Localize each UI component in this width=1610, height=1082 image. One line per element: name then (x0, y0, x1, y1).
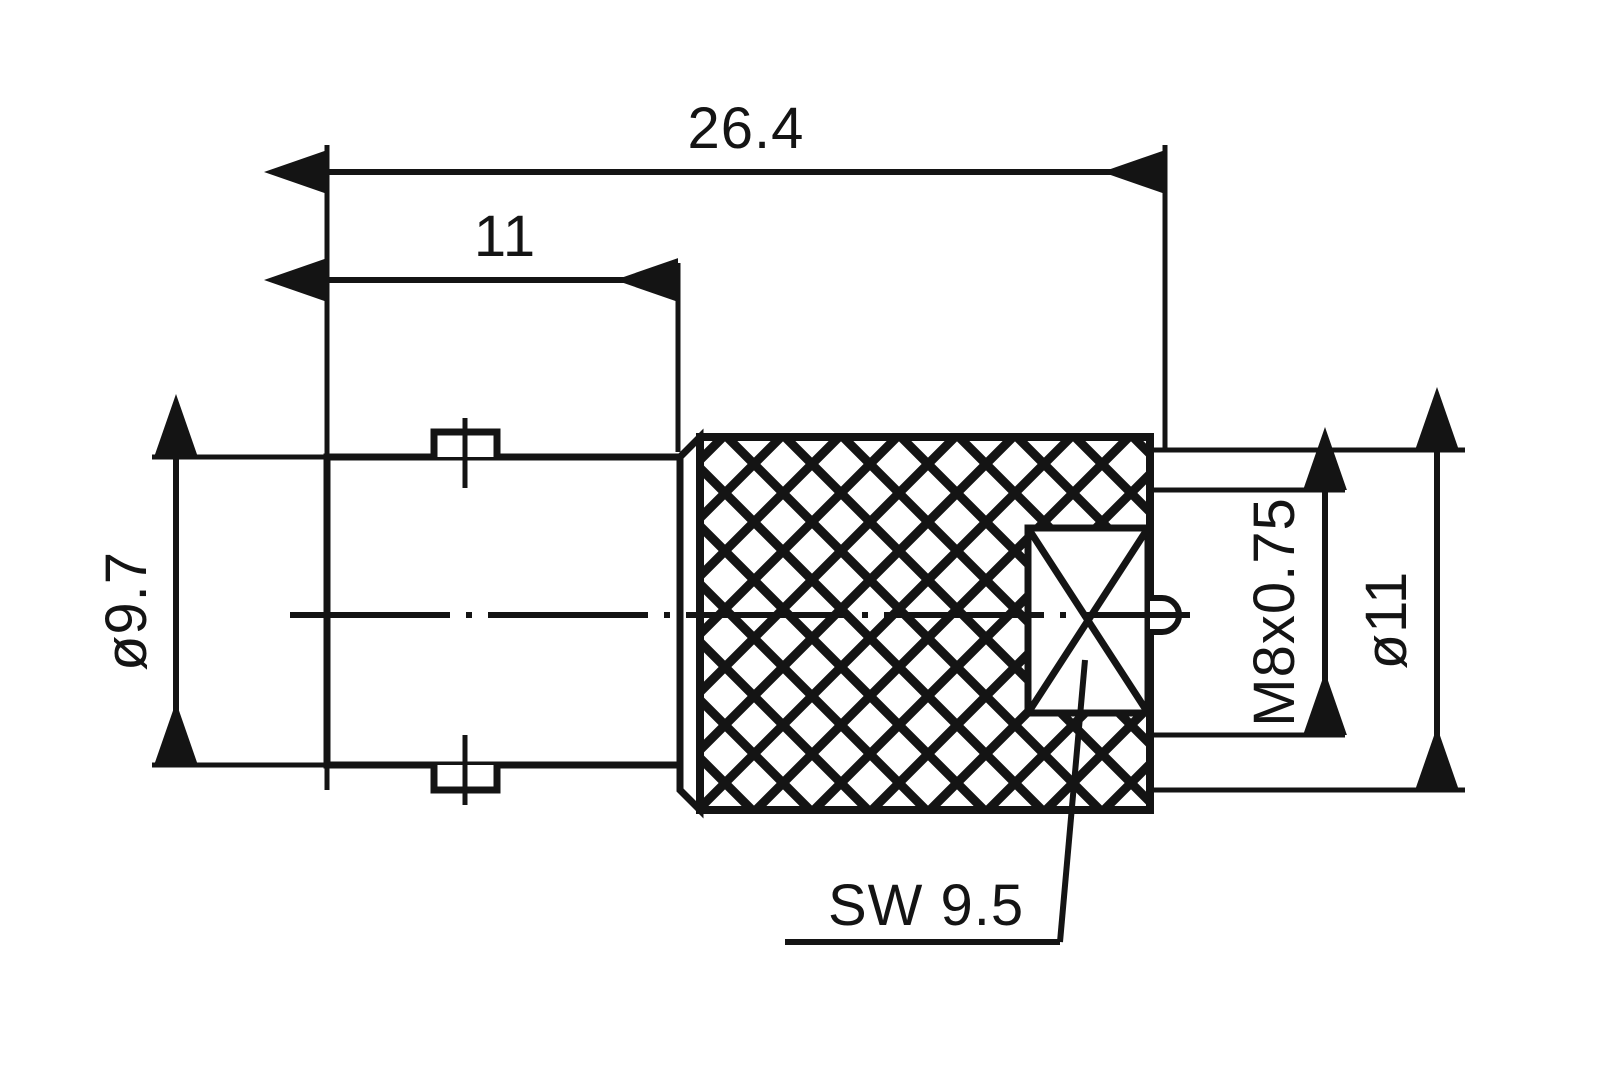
front-length-dimension: 11 (264, 204, 678, 302)
wrench-size-note-label: SW 9.5 (828, 873, 1024, 938)
body-diameter-dimension-label: ø11 (1354, 571, 1419, 670)
front-length-dimension-label: 11 (474, 204, 536, 269)
front-barrel-body (323, 453, 684, 769)
front-diameter-dimension: ø9.7 (94, 394, 198, 765)
overall-length-dimension: 26.4 (264, 96, 1165, 194)
thread-dimension: M8x0.75 (1242, 427, 1347, 735)
wrench-size-leader-line (1057, 659, 1088, 943)
wrench-size-note: SW 9.5 (785, 659, 1088, 945)
overall-length-dimension-label: 26.4 (688, 96, 805, 161)
body-diameter-dimension: ø11 (1354, 387, 1459, 790)
wrench-flat-diagonal-b (1025, 526, 1151, 715)
part-geometry (323, 418, 1182, 819)
thread-dimension-label: M8x0.75 (1242, 497, 1307, 726)
front-diameter-dimension-label: ø9.7 (94, 551, 159, 671)
